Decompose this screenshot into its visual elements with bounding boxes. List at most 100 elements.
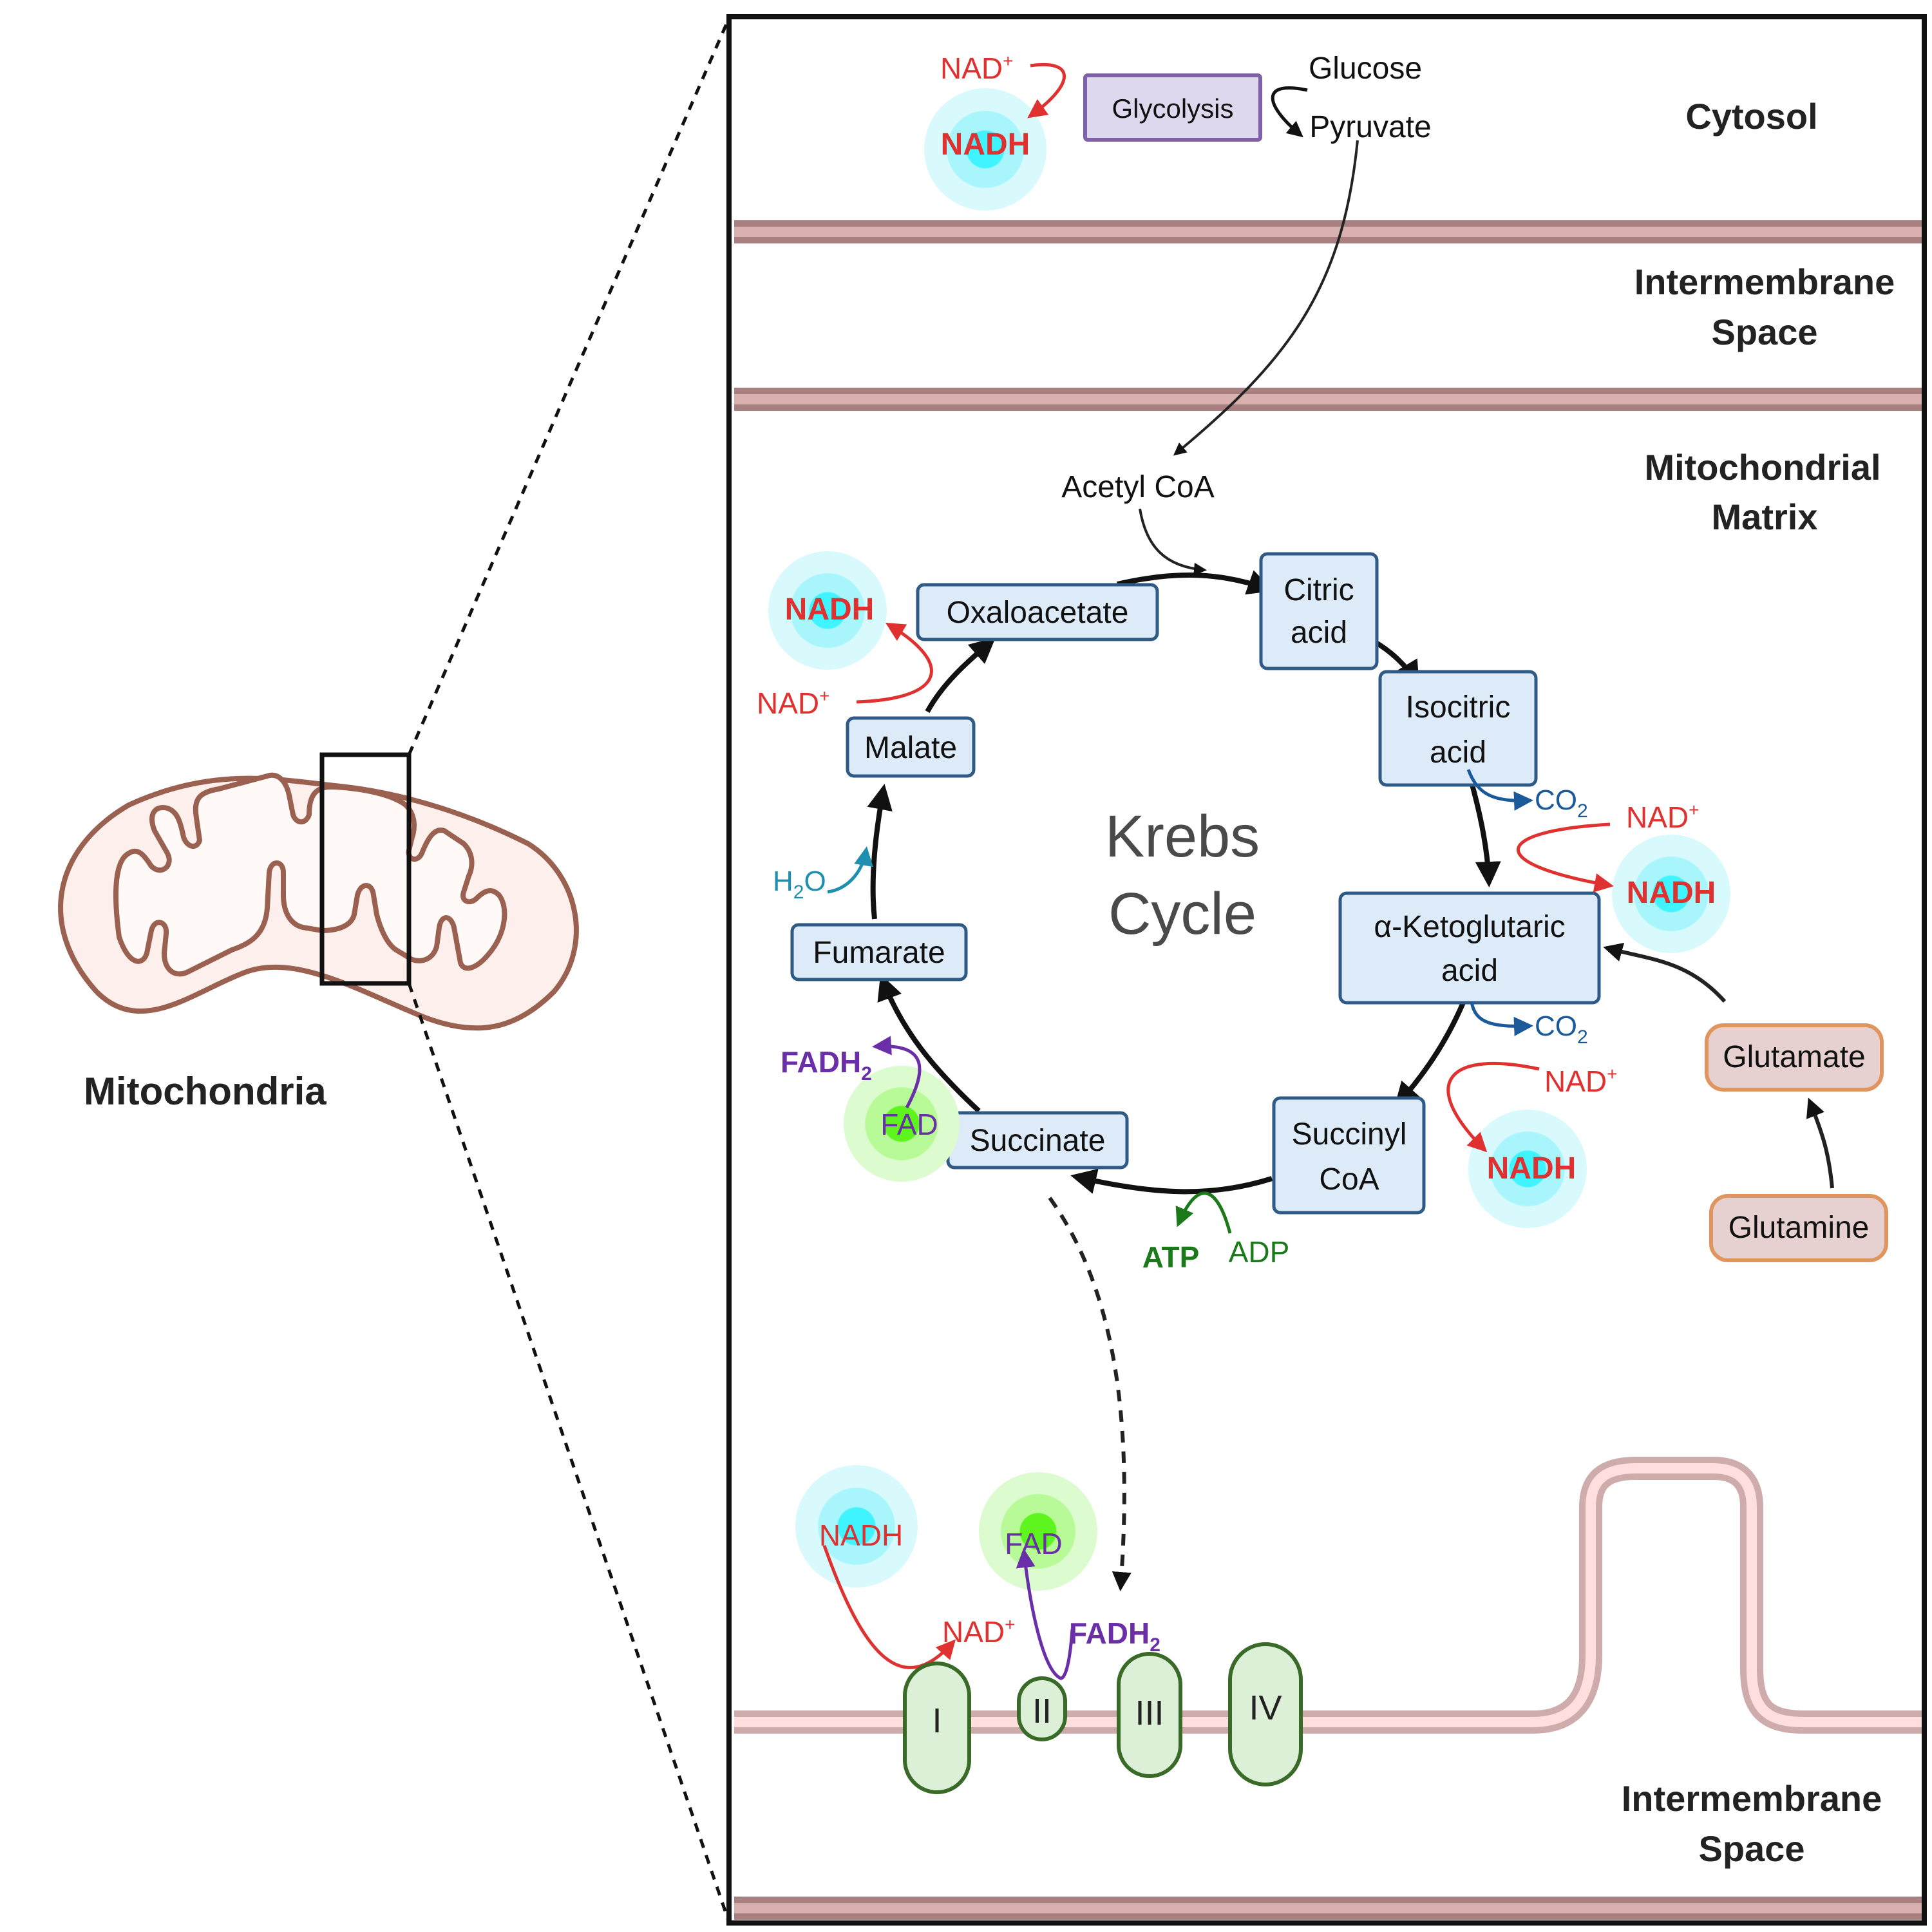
- region-label-intermembrane-top-2: Space: [1712, 312, 1818, 352]
- node-oxaloacetate-label: Oxaloacetate: [947, 596, 1129, 630]
- region-label-intermembrane-bottom-1: Intermembrane: [1622, 1778, 1882, 1819]
- succinate-to-etc-dashed-arrow: [1048, 1197, 1132, 1591]
- node-glutamine-label: Glutamine: [1728, 1211, 1870, 1245]
- node-succinyl-coa: Succinyl CoA: [1272, 1096, 1426, 1215]
- mitochondrion-illustration: Mitochondria: [58, 17, 731, 1923]
- glycolysis-group: NADH NAD+ Glycolysis Glucose Pyruvate: [924, 51, 1432, 456]
- fadh2-to-fad-arrow-etc: [1016, 1548, 1074, 1680]
- outer-membrane-bottom: [734, 1897, 1922, 1920]
- fad-glow-etc: [979, 1472, 1097, 1591]
- krebs-title-line1: Krebs: [1105, 804, 1260, 869]
- outer-membrane: [734, 220, 1922, 243]
- nadh-glow-cytosol: [924, 88, 1046, 211]
- nad-label-akg: NAD+: [1626, 800, 1699, 834]
- complex-I: I: [903, 1662, 971, 1794]
- node-akg-line2: acid: [1441, 954, 1498, 988]
- node-isocitric-acid-line2: acid: [1430, 735, 1486, 770]
- fadh2-label-etc: FADH2: [1069, 1616, 1160, 1656]
- inner-membrane-top: [734, 388, 1922, 411]
- mitochondria-label: Mitochondria: [84, 1070, 327, 1113]
- node-citric-acid-line1: Citric: [1283, 573, 1354, 607]
- complex-II: II: [1017, 1676, 1067, 1741]
- fad-label-etc: FAD: [1005, 1527, 1062, 1560]
- nad-label-etc: NAD+: [942, 1615, 1015, 1649]
- node-isocitric-acid-line1: Isocitric: [1406, 690, 1511, 724]
- arrow-succinate-to-fumarate: [877, 974, 981, 1113]
- complex-III-label: III: [1135, 1694, 1164, 1732]
- fad-to-fadh2-arrow: [872, 1036, 922, 1109]
- complex-IV: IV: [1228, 1642, 1303, 1786]
- nad-to-nadh-arrow-malate: [856, 622, 933, 704]
- glucose-label: Glucose: [1309, 52, 1422, 86]
- krebs-cycle: Acetyl CoA Krebs Cycle Oxaloacetate Citr…: [757, 470, 1730, 1591]
- region-label-matrix-2: Matrix: [1712, 497, 1818, 537]
- h2o-label: H2O: [773, 866, 826, 903]
- pyruvate-to-acetylcoa-arrow: [1173, 140, 1359, 456]
- nadh-glow-akg: [1612, 835, 1730, 953]
- nadh-glow-malate: [768, 551, 887, 670]
- fad-label-succinate: FAD: [880, 1108, 938, 1141]
- zoom-guide-bottom: [407, 983, 731, 1923]
- electron-transport-chain: NADH FAD NAD+ FADH2 I II III IV: [795, 1465, 1303, 1794]
- node-malate: Malate: [846, 716, 976, 778]
- node-glutamate-label: Glutamate: [1723, 1040, 1865, 1074]
- co2-label-akg: CO2: [1535, 1010, 1588, 1048]
- node-succinate: Succinate: [946, 1111, 1129, 1170]
- node-isocitric-acid: Isocitric acid: [1378, 670, 1538, 787]
- zoom-region-box: [319, 752, 412, 986]
- fad-glow-succinate: [844, 1066, 960, 1182]
- fadh2-label-succinate: FADH2: [781, 1045, 872, 1084]
- arrow-fumarate-to-malate: [867, 784, 893, 920]
- co2-label-isocitric: CO2: [1535, 784, 1588, 822]
- nad-label-cytosol: NAD+: [940, 51, 1013, 85]
- node-akg-line1: α-Ketoglutaric: [1374, 910, 1565, 944]
- acetyl-coa-label: Acetyl CoA: [1061, 470, 1214, 504]
- arrow-isocitric-to-akg: [1469, 781, 1501, 887]
- glutamine-pathway: Glutamate Glutamine: [1603, 942, 1888, 1262]
- glycolysis-label: Glycolysis: [1112, 93, 1233, 124]
- complex-III: III: [1117, 1652, 1182, 1778]
- acetylcoa-entry-arrow: [1139, 508, 1207, 576]
- nadh-label-etc: NADH: [819, 1519, 903, 1552]
- node-succinate-label: Succinate: [970, 1124, 1106, 1158]
- adp-to-atp-arrow: [1175, 1191, 1232, 1234]
- nadh-label-malate: NADH: [785, 592, 875, 627]
- arrow-malate-to-oxaloacetate: [925, 637, 996, 713]
- node-glutamate: Glutamate: [1705, 1023, 1884, 1092]
- arrow-succinylcoa-to-succinate: [1070, 1168, 1273, 1195]
- co2-arrow-akg: [1470, 1001, 1533, 1036]
- nadh-glow-etc: [795, 1465, 918, 1587]
- glycolysis-box: [1083, 73, 1262, 142]
- complex-I-label: I: [932, 1701, 942, 1740]
- node-fumarate: Fumarate: [790, 923, 968, 981]
- atp-label: ATP: [1142, 1240, 1200, 1274]
- nad-to-nadh-arrow: [1027, 63, 1066, 118]
- nad-to-nadh-arrow-akg: [1516, 822, 1614, 893]
- krebs-title-line2: Cycle: [1108, 881, 1256, 947]
- adp-label: ADP: [1229, 1235, 1290, 1269]
- h2o-arrow: [827, 846, 873, 894]
- glucose-to-pyruvate-arrow: [1271, 86, 1308, 138]
- nadh-label-cytosol: NADH: [941, 128, 1030, 162]
- complex-IV-label: IV: [1249, 1689, 1282, 1727]
- nad-to-nadh-arrow-succinyl: [1446, 1061, 1540, 1153]
- region-label-intermembrane-bottom-2: Space: [1699, 1828, 1805, 1869]
- node-citric-acid: Citric acid: [1259, 552, 1379, 670]
- glutamate-to-akg-arrow: [1603, 942, 1727, 1003]
- node-alpha-ketoglutaric-acid: α-Ketoglutaric acid: [1338, 891, 1601, 1005]
- arrow-oxaloacetate-to-citric: [1117, 570, 1274, 595]
- inner-membrane-crista: [734, 1457, 1922, 1734]
- nadh-label-akg: NADH: [1627, 876, 1716, 910]
- complex-II-label: II: [1032, 1692, 1052, 1730]
- node-oxaloacetate: Oxaloacetate: [916, 583, 1159, 641]
- region-label-cytosol: Cytosol: [1685, 96, 1817, 137]
- region-label-matrix-1: Mitochondrial: [1644, 447, 1880, 488]
- node-glutamine: Glutamine: [1709, 1194, 1888, 1262]
- node-succinyl-coa-line2: CoA: [1319, 1162, 1379, 1197]
- zoom-guide-top: [407, 17, 731, 755]
- nad-label-malate: NAD+: [757, 686, 829, 720]
- region-label-intermembrane-top-1: Intermembrane: [1634, 261, 1895, 302]
- nadh-label-succinyl: NADH: [1487, 1151, 1577, 1186]
- node-malate-label: Malate: [864, 731, 957, 765]
